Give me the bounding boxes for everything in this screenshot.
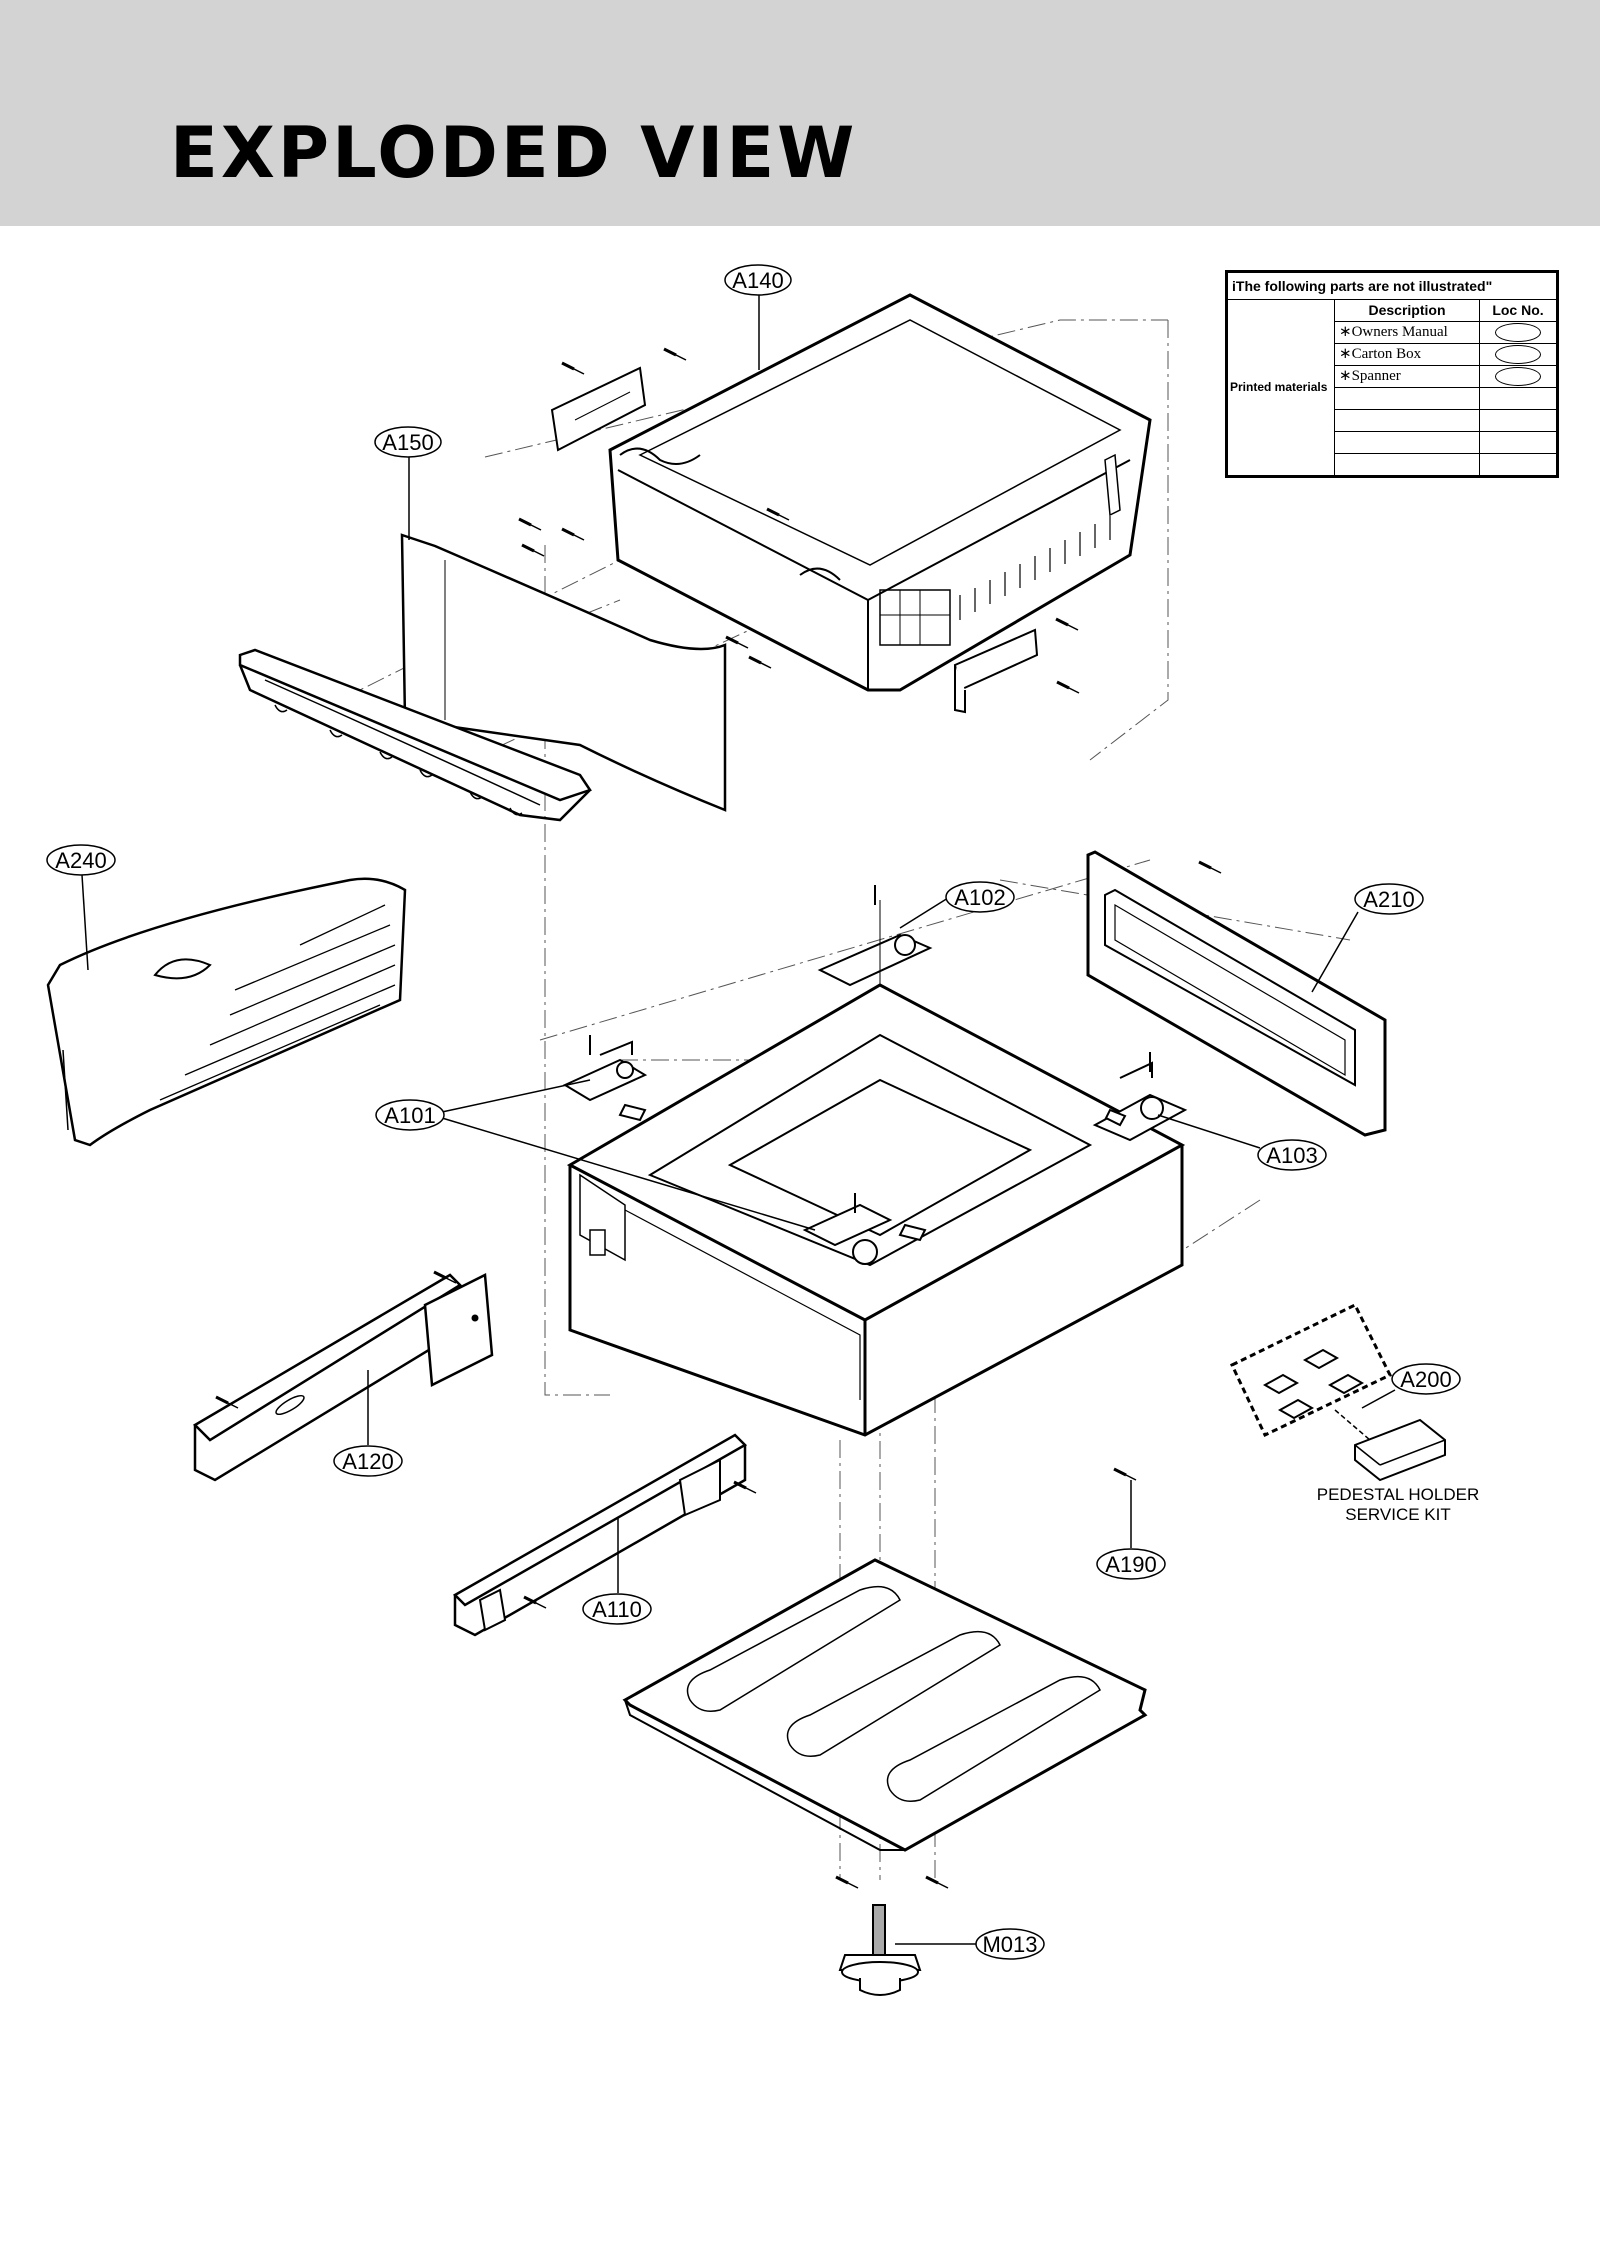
callout-a150-label: A150 <box>382 430 433 455</box>
callout-a200: A200 <box>1361 1363 1461 1409</box>
callout-a190-label: A190 <box>1105 1552 1156 1577</box>
callout-a110-label: A110 <box>592 1597 642 1622</box>
pedestal-cabinet <box>566 983 1186 1437</box>
table-header-row: Printed materials Description Loc No. <box>1226 299 1558 477</box>
loc-oval-icon <box>1495 323 1541 343</box>
hinge-mount-center <box>802 1203 927 1265</box>
callout-m013-label: M013 <box>982 1932 1037 1957</box>
hinge-mount-a102 <box>817 900 933 987</box>
callout-a102: A102 <box>899 881 1015 929</box>
callout-a101-label: A101 <box>384 1103 435 1128</box>
base-plate <box>622 1558 1148 1890</box>
bracket-left <box>550 366 647 452</box>
table-row: ∗Spanner <box>1227 365 1558 388</box>
callout-a240: A240 <box>46 844 116 971</box>
gasket-panel-a210 <box>1086 850 1387 1137</box>
kick-plate-a240 <box>46 877 407 1147</box>
row-loc <box>1479 365 1558 388</box>
service-kit-label-line1: PEDESTAL HOLDER <box>1317 1485 1480 1504</box>
row-loc <box>1479 409 1558 432</box>
callout-a240-label: A240 <box>55 848 106 873</box>
column-header-loc: Loc No. <box>1479 299 1558 322</box>
screws-cabinet <box>589 885 1151 1213</box>
row-description <box>1334 453 1480 477</box>
row-loc <box>1479 387 1558 410</box>
group-label: Printed materials <box>1226 299 1335 477</box>
callout-a210: A210 <box>1311 883 1424 993</box>
callout-m013: M013 <box>895 1928 1045 1960</box>
callout-a103: A103 <box>1157 1114 1327 1171</box>
callout-a101: A101 <box>375 1079 816 1231</box>
callout-a110: A110 <box>582 1518 652 1625</box>
callout-a120-label: A120 <box>342 1449 393 1474</box>
row-description <box>1334 431 1480 454</box>
callout-a102-label: A102 <box>954 885 1005 910</box>
row-description <box>1334 387 1480 410</box>
row-description: ∗Spanner <box>1334 365 1480 388</box>
header-band <box>0 0 1600 226</box>
row-loc <box>1479 321 1558 344</box>
table-row <box>1227 387 1558 410</box>
callout-a140-label: A140 <box>732 268 783 293</box>
loc-oval-icon <box>1495 345 1541 365</box>
row-loc <box>1479 343 1558 366</box>
pedestal-holder-kit-a200 <box>1230 1303 1446 1482</box>
drawer-front-a150 <box>238 533 727 822</box>
loc-oval-icon <box>1495 367 1541 387</box>
callout-a210-label: A210 <box>1363 887 1414 912</box>
table-row: ∗Carton Box <box>1227 343 1558 366</box>
row-description: ∗Owners Manual <box>1334 321 1480 344</box>
not-illustrated-parts-table: iThe following parts are not illustrated… <box>1225 270 1559 478</box>
callout-a200-label: A200 <box>1400 1367 1451 1392</box>
drawer-bin-a140 <box>608 293 1152 692</box>
table-row <box>1227 453 1558 477</box>
hinge-mount-a101 <box>562 1040 648 1122</box>
hinge-mount-a103 <box>1092 1061 1188 1142</box>
leveling-foot-m013 <box>838 1904 922 1996</box>
row-loc <box>1479 431 1558 454</box>
row-description: ∗Carton Box <box>1334 343 1480 366</box>
table-caption: iThe following parts are not illustrated… <box>1226 271 1558 300</box>
column-header-description: Description <box>1334 299 1480 322</box>
callout-a103-label: A103 <box>1266 1143 1317 1168</box>
slide-rail-a120 <box>192 1270 494 1482</box>
slide-rail-a110 <box>452 1433 758 1637</box>
callout-a190: A190 <box>1096 1480 1166 1580</box>
screw-a190 <box>1112 1467 1138 1482</box>
page-title: EXPLODED VIEW <box>170 112 858 194</box>
callout-a120: A120 <box>333 1370 403 1477</box>
bracket-right <box>953 628 1039 714</box>
callout-a150: A150 <box>374 426 442 540</box>
row-description <box>1334 409 1480 432</box>
row-loc <box>1479 453 1558 477</box>
callout-a140: A140 <box>724 264 792 370</box>
table-caption-row: iThe following parts are not illustrated… <box>1226 271 1558 300</box>
service-kit-label-line2: SERVICE KIT <box>1345 1505 1451 1524</box>
